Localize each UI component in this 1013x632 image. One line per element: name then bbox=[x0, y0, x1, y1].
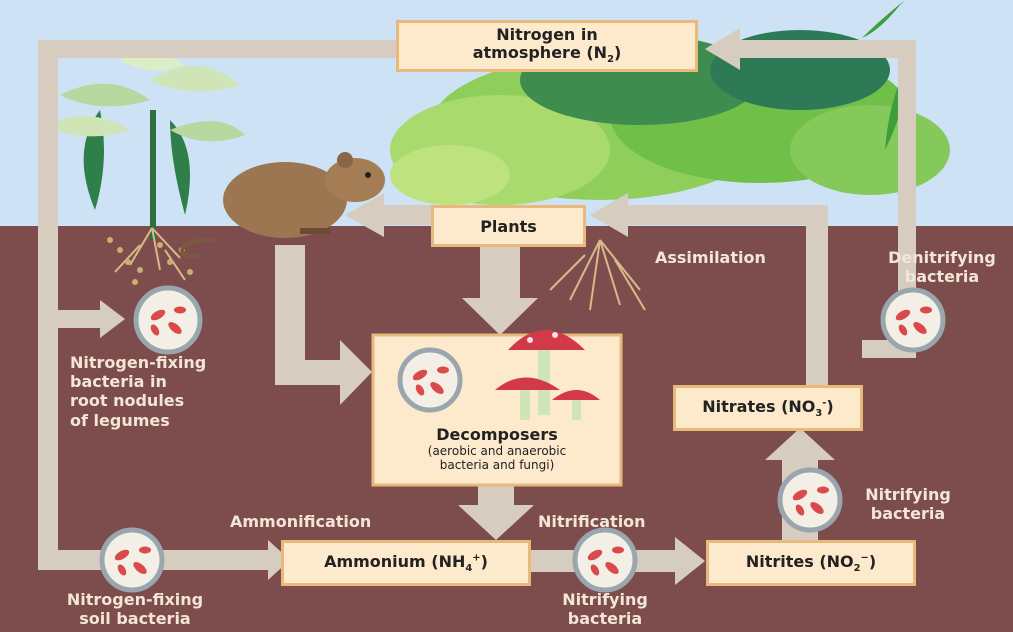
nb-line2: bacteria bbox=[540, 609, 670, 628]
nr-line2: bacteria bbox=[848, 504, 968, 523]
nitrogen-fixing-root-label: Nitrogen-fixing bacteria in root nodules… bbox=[70, 353, 206, 430]
ammonification-label: Ammonification bbox=[230, 512, 371, 531]
nitrification-label: Nitrification bbox=[538, 512, 646, 531]
nr-line1: Nitrifying bbox=[848, 485, 968, 504]
nfr-line1: Nitrogen-fixing bbox=[70, 353, 206, 372]
decomposers-text: Decomposers (aerobic and anaerobic bacte… bbox=[375, 425, 619, 472]
ammonium-box: Ammonium (NH4+) bbox=[281, 540, 531, 586]
denitrifying-line2: bacteria bbox=[872, 267, 1012, 286]
nitrogen-fixing-soil-label: Nitrogen-fixing soil bacteria bbox=[30, 590, 240, 628]
nitrates-box: Nitrates (NO3-) bbox=[673, 385, 863, 431]
decomposers-line1: (aerobic and anaerobic bbox=[375, 444, 619, 458]
bacteria-circle-decomposers bbox=[400, 350, 460, 410]
bacteria-circle-denitrifying bbox=[883, 290, 943, 350]
nb-line1: Nitrifying bbox=[540, 590, 670, 609]
assimilation-label: Assimilation bbox=[655, 248, 766, 267]
nfr-line4: of legumes bbox=[70, 411, 206, 430]
bacteria-circle-nitrifying-right bbox=[780, 470, 840, 530]
nitrifying-right-label: Nitrifying bacteria bbox=[848, 485, 968, 523]
nfr-line2: bacteria in bbox=[70, 372, 206, 391]
nitrites-box: Nitrites (NO2−) bbox=[706, 540, 916, 586]
nfs-line1: Nitrogen-fixing bbox=[30, 590, 240, 609]
denitrifying-label: Denitrifying bacteria bbox=[872, 248, 1012, 286]
denitrifying-line1: Denitrifying bbox=[872, 248, 1012, 267]
ammonium-label: Ammonium (NH4+) bbox=[324, 552, 488, 574]
plants-box: Plants bbox=[431, 205, 586, 247]
nfs-line2: soil bacteria bbox=[30, 609, 240, 628]
nitrifying-bottom-label: Nitrifying bacteria bbox=[540, 590, 670, 628]
bacteria-circle-nitrification bbox=[575, 530, 635, 590]
decomposers-title: Decomposers bbox=[375, 425, 619, 444]
atmosphere-line1: Nitrogen in bbox=[496, 26, 598, 44]
plants-label: Plants bbox=[480, 217, 537, 236]
decomposers-line2: bacteria and fungi) bbox=[375, 458, 619, 472]
bacteria-circle-soil bbox=[102, 530, 162, 590]
nitrates-label: Nitrates (NO3-) bbox=[702, 397, 833, 419]
atmosphere-line2: atmosphere (N2) bbox=[473, 44, 622, 66]
bacteria-circle-root-nodules bbox=[136, 288, 200, 352]
atmosphere-box: Nitrogen in atmosphere (N2) bbox=[396, 20, 698, 72]
nitrites-label: Nitrites (NO2−) bbox=[746, 552, 876, 574]
nfr-line3: root nodules bbox=[70, 391, 206, 410]
